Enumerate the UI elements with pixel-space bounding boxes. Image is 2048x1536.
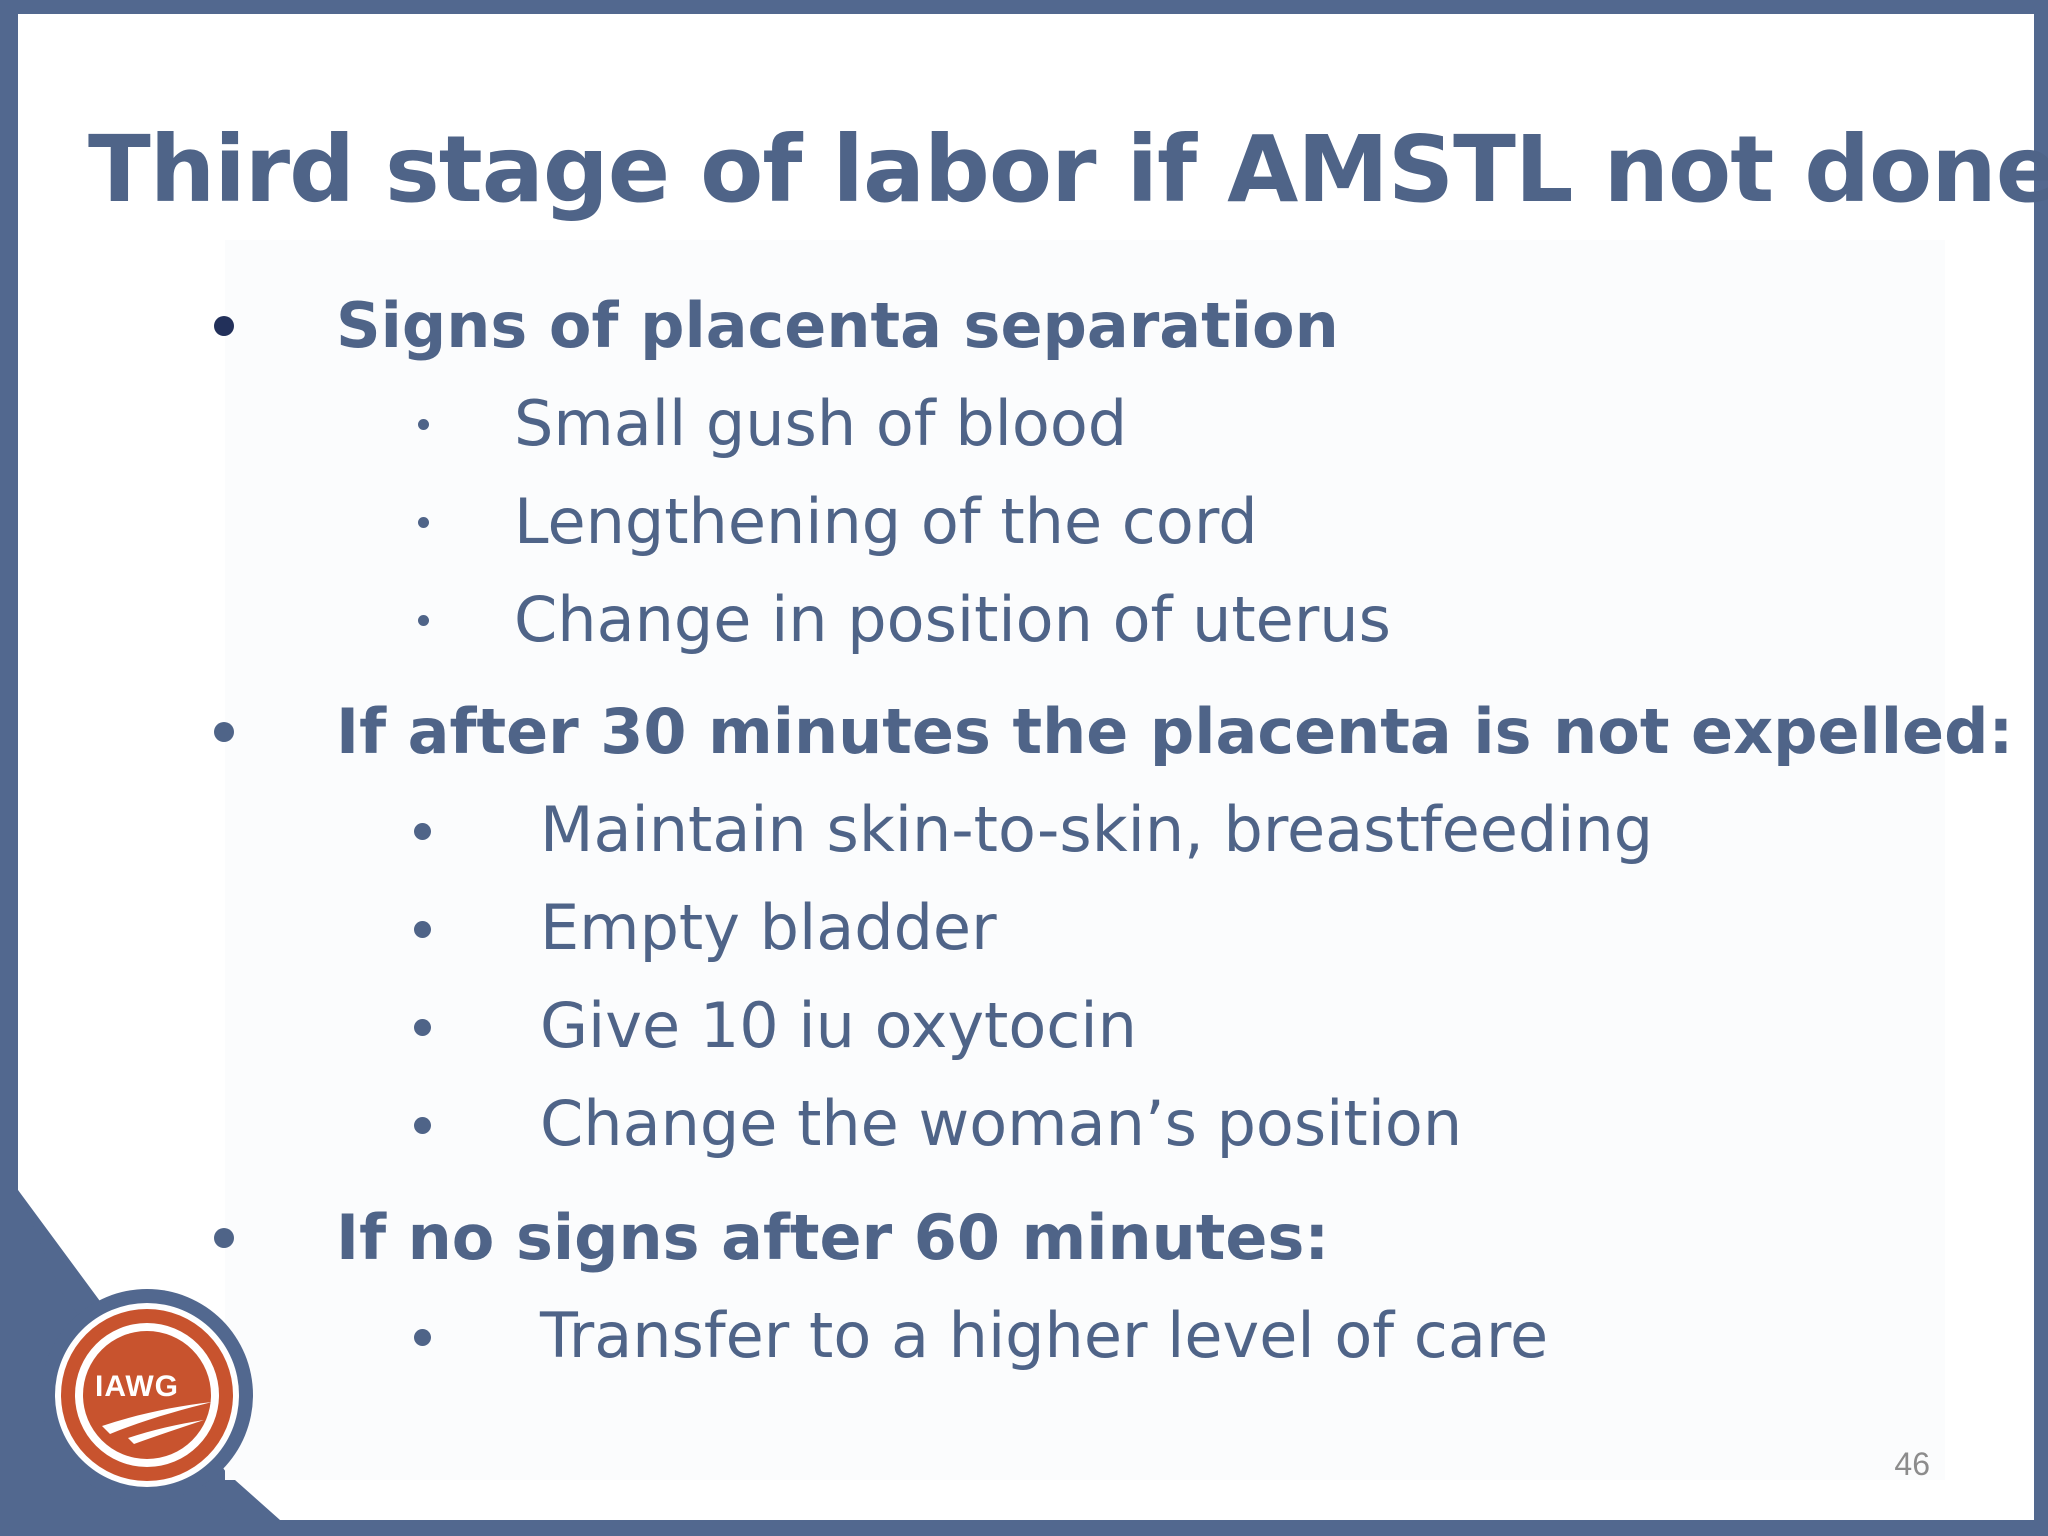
bullet-icon (214, 316, 234, 336)
section-heading-text: Signs of placenta separation (336, 289, 1339, 362)
list-item: Small gush of blood (418, 384, 1128, 464)
list-item: Change in position of uterus (418, 580, 1391, 660)
bullet-icon (414, 823, 431, 840)
section-heading-text: If after 30 minutes the placenta is not … (336, 695, 2014, 768)
page-number: 46 (1894, 1446, 1930, 1482)
list-item-text: Transfer to a higher level of care (540, 1299, 1549, 1372)
bullet-icon (418, 615, 429, 626)
logo-text: IAWG (95, 1370, 179, 1403)
bullet-icon (414, 1329, 431, 1346)
list-item: Empty bladder (414, 888, 997, 968)
bullet-icon (418, 517, 429, 528)
section-heading: If no signs after 60 minutes: (214, 1198, 1330, 1278)
section-heading: Signs of placenta separation (214, 286, 1339, 366)
bullet-icon (414, 1117, 431, 1134)
slide-title: Third stage of labor if AMSTL not done: (88, 116, 2048, 223)
list-item-text: Maintain skin-to-skin, breastfeeding (540, 793, 1654, 866)
content-panel (225, 240, 1945, 1480)
list-item: Lengthening of the cord (418, 482, 1258, 562)
list-item-text: Change in position of uterus (514, 583, 1391, 656)
bullet-icon (214, 722, 234, 742)
bullet-icon (214, 1228, 234, 1248)
list-item: Change the woman’s position (414, 1084, 1463, 1164)
list-item-text: Change the woman’s position (540, 1087, 1463, 1160)
list-item-text: Small gush of blood (514, 387, 1128, 460)
iawg-logo (41, 1289, 253, 1501)
list-item: Maintain skin-to-skin, breastfeeding (414, 790, 1654, 870)
section-heading-text: If no signs after 60 minutes: (336, 1201, 1330, 1274)
bullet-icon (418, 419, 429, 430)
list-item-text: Give 10 iu oxytocin (540, 989, 1137, 1062)
bullet-icon (414, 921, 431, 938)
list-item-text: Empty bladder (540, 891, 997, 964)
list-item-text: Lengthening of the cord (514, 485, 1258, 558)
section-heading: If after 30 minutes the placenta is not … (214, 692, 2014, 772)
bullet-icon (414, 1019, 431, 1036)
list-item: Give 10 iu oxytocin (414, 986, 1137, 1066)
list-item: Transfer to a higher level of care (414, 1296, 1549, 1376)
